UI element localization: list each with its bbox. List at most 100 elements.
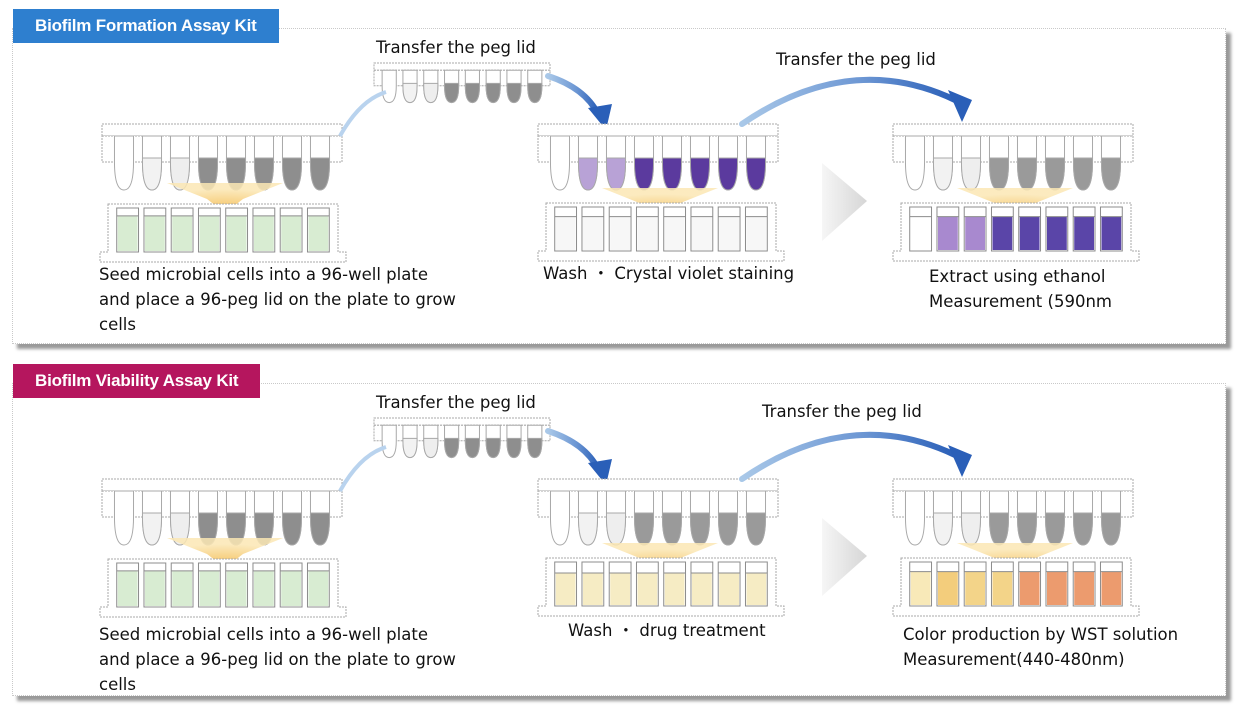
peg-lid-frame <box>892 490 1134 518</box>
peg-stain <box>464 437 480 459</box>
peg-stain <box>464 82 480 104</box>
peg-stain <box>309 157 331 191</box>
step1-peg-lid <box>101 478 343 546</box>
well-liquid <box>691 573 712 605</box>
peg <box>113 135 135 191</box>
well-liquid <box>664 573 685 605</box>
peg-stain <box>169 512 191 546</box>
step2-well-plate <box>537 557 785 617</box>
peg-lid-frame <box>537 490 779 518</box>
peg <box>904 135 926 191</box>
formation-step-2-caption: Wash ・ Crystal violet staining <box>543 264 795 283</box>
well-liquid <box>1019 216 1040 250</box>
well-liquid <box>1101 571 1122 605</box>
peg-stain <box>527 437 543 459</box>
well-liquid <box>281 215 302 251</box>
well-liquid <box>965 571 986 605</box>
transit-peg-lid <box>373 62 551 104</box>
well-liquid <box>117 215 138 251</box>
well-liquid <box>610 216 631 250</box>
transfer-down-arrow-icon <box>167 183 283 213</box>
peg-lid-top <box>101 478 343 492</box>
well-liquid <box>719 216 740 250</box>
well-liquid <box>746 216 767 250</box>
peg-stain <box>506 82 522 104</box>
peg-stain <box>1100 157 1122 191</box>
well-liquid <box>610 573 631 605</box>
well-liquid <box>199 570 220 606</box>
well-liquid <box>253 570 274 606</box>
well-liquid <box>172 570 193 606</box>
step3-peg-lid <box>892 123 1134 191</box>
viability-step-1-caption: Seed microbial cells into a 96-well plat… <box>99 625 456 694</box>
peg-stain <box>309 512 331 546</box>
peg-stain <box>960 512 982 546</box>
well-liquid <box>555 216 576 250</box>
well-liquid <box>937 571 958 605</box>
peg-stain <box>932 157 954 191</box>
well-liquid <box>582 573 603 605</box>
peg-lid-top <box>892 478 1134 492</box>
peg-stain <box>1100 512 1122 546</box>
formation-transfer-label-2: Transfer the peg lid <box>776 50 936 69</box>
well-liquid <box>910 571 931 605</box>
peg-stain <box>169 157 191 191</box>
transfer-curve-1 <box>338 90 387 137</box>
well-liquid <box>910 216 931 250</box>
peg-stain <box>689 512 711 546</box>
viability-transfer-label-1: Transfer the peg lid <box>376 393 536 412</box>
peg-stain <box>633 512 655 546</box>
peg-stain <box>527 82 543 104</box>
well-liquid <box>664 216 685 250</box>
well-liquid <box>172 215 193 251</box>
well-liquid <box>637 573 658 605</box>
well-liquid <box>117 570 138 606</box>
viability-kit-title: Biofilm Viability Assay Kit <box>13 364 261 398</box>
peg-stain <box>745 157 767 191</box>
next-step-arrow-icon <box>822 518 867 596</box>
peg-stain <box>281 512 303 546</box>
peg-stain <box>485 82 501 104</box>
peg-stain <box>281 157 303 191</box>
peg-stain <box>506 437 522 459</box>
well-liquid <box>253 215 274 251</box>
well-liquid <box>226 570 247 606</box>
formation-transfer-label-1: Transfer the peg lid <box>376 38 536 57</box>
transfer-arrow-2-icon-head <box>948 445 972 477</box>
step2-peg-lid <box>537 123 779 191</box>
peg-stain <box>577 512 599 546</box>
peg-stain <box>423 437 439 459</box>
peg-stain <box>444 82 460 104</box>
peg-lid-frame <box>373 424 551 442</box>
step3-well-plate <box>892 557 1140 617</box>
well-liquid <box>308 570 329 606</box>
well-liquid <box>937 216 958 250</box>
formation-step-3-caption: Extract using ethanol Measurement (590nm <box>929 267 1112 311</box>
well-liquid <box>1101 216 1122 250</box>
formation-kit-title: Biofilm Formation Assay Kit <box>13 9 279 43</box>
next-step-arrow-icon <box>822 163 867 241</box>
transfer-arrow-2-icon <box>739 431 958 482</box>
peg <box>904 490 926 546</box>
viability-step-2-caption: Wash ・ drug treatment <box>568 621 766 640</box>
peg-stain <box>1044 512 1066 546</box>
peg-lid-frame <box>101 490 343 518</box>
well-liquid <box>144 570 165 606</box>
well-liquid <box>1074 571 1095 605</box>
well-liquid <box>965 216 986 250</box>
peg-stain <box>988 512 1010 546</box>
step2-peg-lid <box>537 478 779 546</box>
peg-stain <box>605 512 627 546</box>
peg <box>549 135 571 191</box>
well-liquid <box>1046 216 1067 250</box>
well-liquid <box>582 216 603 250</box>
well-liquid <box>1046 571 1067 605</box>
well-liquid <box>226 215 247 251</box>
peg-stain <box>485 437 501 459</box>
well-liquid <box>144 215 165 251</box>
well-liquid <box>308 215 329 251</box>
viability-transfer-label-2: Transfer the peg lid <box>762 402 922 421</box>
transfer-down-arrow-icon <box>167 538 283 568</box>
peg-stain <box>423 82 439 104</box>
well-liquid <box>992 571 1013 605</box>
